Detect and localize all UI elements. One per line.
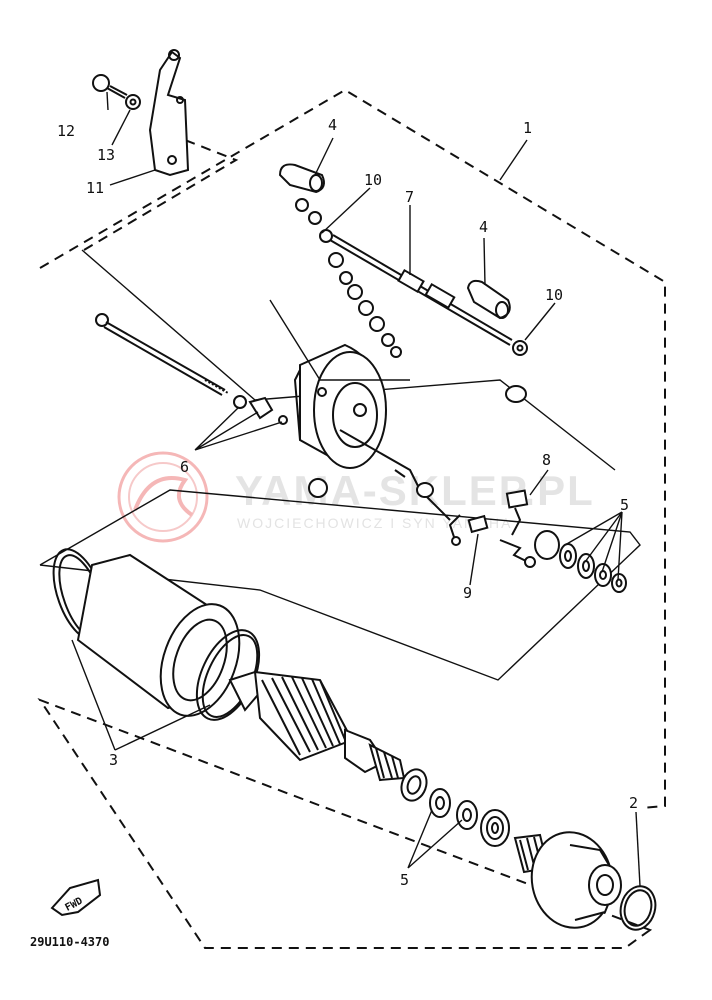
callout-1: 1 — [523, 119, 532, 137]
brush-plate — [308, 429, 451, 521]
callout-13: 13 — [97, 146, 115, 164]
callout-12: 12 — [57, 122, 75, 140]
callout-10-lower: 10 — [545, 286, 563, 304]
callout-9: 9 — [463, 584, 472, 602]
callout-3: 3 — [109, 751, 118, 769]
bearing — [480, 809, 510, 847]
assembly-outline — [37, 88, 666, 949]
callout-5-lower: 5 — [400, 871, 409, 889]
spring-part — [499, 539, 536, 568]
watermark-logo-icon — [117, 451, 209, 543]
armature — [228, 670, 406, 782]
washer-set-lower-part-5 — [400, 768, 478, 830]
brush-part-9 — [448, 514, 489, 546]
front-cover — [530, 831, 622, 929]
leader-lines — [71, 91, 641, 887]
callout-7: 7 — [405, 188, 414, 206]
bracket-part-11 — [148, 49, 190, 177]
bracket-outline — [83, 139, 239, 251]
diagram-code: 29U110-4370 — [30, 935, 109, 949]
nut-part-10-lower — [512, 340, 528, 356]
callout-labels: 1 2 3 4 4 5 5 6 7 8 9 10 10 11 12 13 — [57, 116, 638, 889]
yoke-housing — [76, 553, 241, 717]
callout-4-lower: 4 — [479, 218, 488, 236]
o-ring-part-2 — [619, 885, 657, 931]
terminal-bolt-part-7 — [329, 234, 513, 346]
watermark-subtitle: WOJCIECHOWICZ I SYN YAMAHA — [237, 515, 513, 531]
grommet-part — [505, 385, 527, 403]
yoke-subassembly-outline — [39, 489, 641, 681]
callout-8: 8 — [542, 451, 551, 469]
callout-6: 6 — [180, 458, 189, 476]
terminal-cover-part-4-upper — [278, 163, 325, 194]
washer-part-13 — [125, 94, 141, 110]
callout-4-upper: 4 — [328, 116, 337, 134]
callout-10-upper: 10 — [364, 171, 382, 189]
brush-part-8 — [505, 489, 529, 536]
callout-11: 11 — [86, 179, 104, 197]
watermark-brand: YAMA-SKLEP.PL — [235, 467, 595, 514]
terminal-cover-part-4-lower — [466, 279, 511, 320]
through-bolt-part-6 — [95, 313, 288, 425]
rear-end-cover — [293, 343, 387, 469]
bolt-part-12 — [92, 74, 128, 99]
forward-arrow-icon: FWD — [50, 878, 102, 917]
callout-2: 2 — [629, 794, 638, 812]
nut-stack-upper — [295, 198, 402, 358]
callout-5-upper: 5 — [620, 496, 629, 514]
